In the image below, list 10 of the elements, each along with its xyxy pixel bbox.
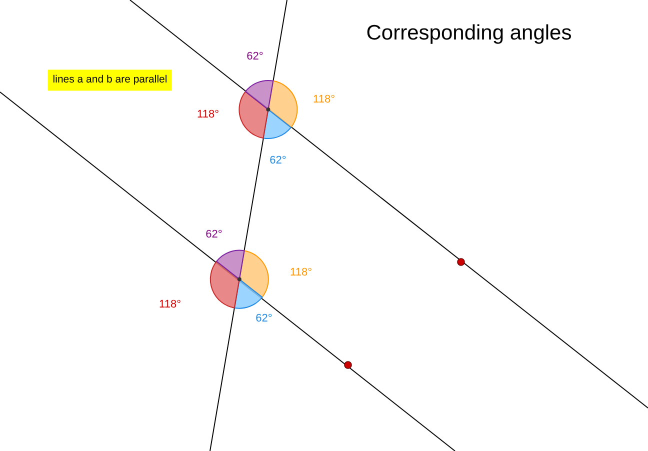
angle-label: 62° [246,50,264,64]
angle-label: 62° [206,228,222,242]
angle-label: 118° [313,93,335,107]
angle-label: 118° [159,298,181,312]
note-label: lines a and b are parallel [48,70,172,90]
title: Corresponding angles [366,20,572,46]
angle-label: 62° [256,312,272,326]
angle-label: 118° [290,266,312,280]
angle-label: 62° [270,154,286,168]
angle-label: 118° [197,108,219,122]
